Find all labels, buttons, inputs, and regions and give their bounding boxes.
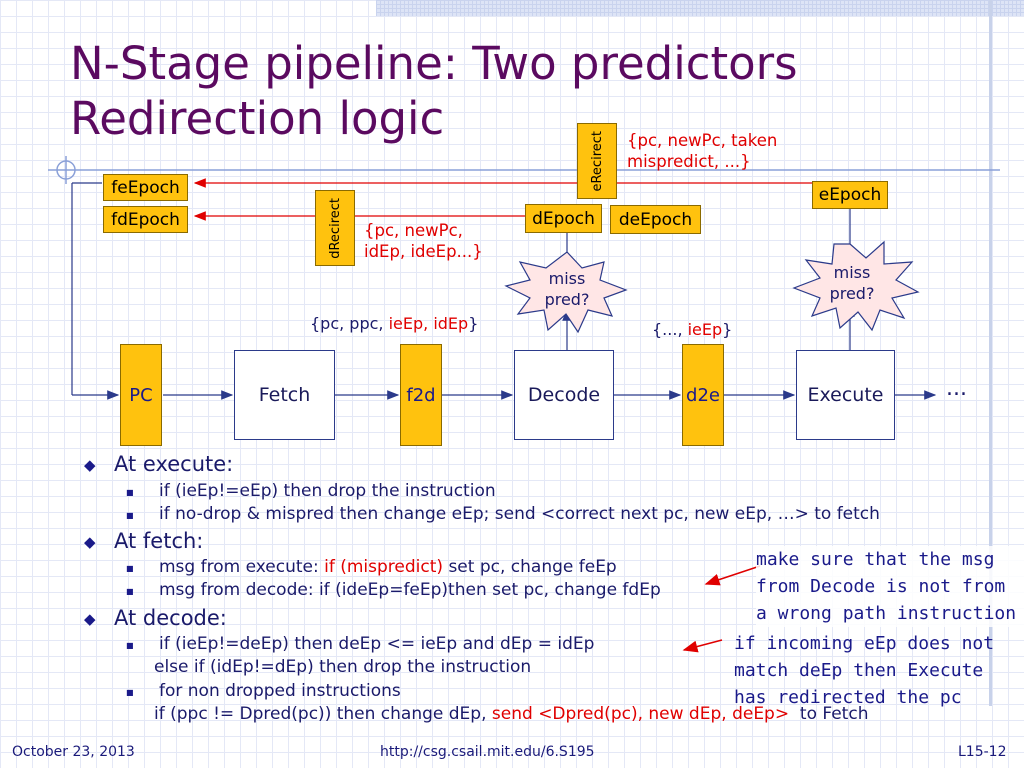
- eEpoch-register: eEpoch: [812, 181, 888, 209]
- top-decoration-band: [376, 0, 1024, 16]
- d2e-fifo: d2e: [682, 344, 724, 446]
- execute-redirect-note-line1: if incoming eEp does not: [734, 633, 995, 654]
- decode-msg-note-line3: a wrong path instruction: [756, 603, 1017, 624]
- decode-mispred-starburst: [504, 251, 628, 334]
- note2-arrow: [682, 639, 723, 653]
- dRecirect-message-line1: {pc, newPc,: [364, 221, 463, 240]
- execute-redirect-note-line3: has redirected the pc: [734, 687, 962, 708]
- square-bullet-icon: ■: [126, 564, 134, 573]
- d2e-fields-epoch: ieEp: [687, 320, 723, 339]
- diamond-bullet-icon: ◆: [84, 610, 96, 628]
- slide-title: N-Stage pipeline: Two predictors Redirec…: [70, 36, 798, 146]
- dEpoch-register: dEpoch: [525, 204, 602, 233]
- eRecirect-message-line1: {pc, newPc, taken: [627, 131, 778, 150]
- decode-bullet-2-cont-c: to Fetch: [789, 704, 869, 724]
- footer-date: October 23, 2013: [12, 744, 135, 760]
- decode-msg-note: make sure that the msg from Decode is no…: [756, 546, 1024, 627]
- diamond-bullet-icon: ◆: [84, 533, 96, 551]
- eRecirect-message: {pc, newPc, taken mispredict, ...}: [627, 130, 777, 172]
- f2d-fields-close: }: [468, 314, 479, 333]
- execute-mispred-starburst: [792, 240, 920, 332]
- fetch-stage: Fetch: [234, 350, 335, 440]
- d2e-fields-prefix: {...,: [652, 320, 688, 339]
- right-vertical-rule: [989, 0, 992, 706]
- deEpoch-register: deEpoch: [610, 205, 701, 234]
- d2e-fields-close: }: [722, 320, 733, 339]
- square-bullet-icon: ■: [126, 641, 134, 650]
- decode-msg-note-line1: make sure that the msg: [756, 549, 995, 570]
- fetch-bullet-1-c: set pc, change feEp: [443, 557, 617, 577]
- at-decode-heading: At decode:: [114, 606, 227, 630]
- diamond-bullet-icon: ◆: [84, 456, 96, 474]
- eRecirect-label: eRecirect: [589, 130, 605, 192]
- pipeline-ellipsis: ...: [946, 376, 967, 401]
- execute-redirect-note-line2: match deEp then Execute: [734, 660, 984, 681]
- decode-bullet-1-cont: else if (idEp!=dEp) then drop the instru…: [154, 657, 532, 677]
- pc-register: PC: [120, 344, 162, 446]
- footer-url[interactable]: http://csg.csail.mit.edu/6.S195: [380, 744, 595, 760]
- footer-slide-number: L15-12: [958, 744, 1007, 760]
- execute-mispred-line1: miss: [833, 263, 871, 282]
- square-bullet-icon: ■: [126, 587, 134, 596]
- dRecirect-label: dRecirect: [327, 197, 343, 259]
- execute-stage: Execute: [796, 350, 895, 440]
- d2e-fields-label: {..., ieEp}: [652, 320, 732, 339]
- square-bullet-icon: ■: [126, 511, 134, 520]
- decode-bullet-2-cont: if (ppc != Dpred(pc)) then change dEp, s…: [154, 704, 868, 724]
- crosshair-icon: [48, 156, 1000, 184]
- exec-bullet-1: if (ieEp!=eEp) then drop the instruction: [159, 481, 496, 501]
- at-fetch-heading: At fetch:: [114, 529, 204, 553]
- square-bullet-icon: ■: [126, 688, 134, 697]
- f2d-fields-epochs: ieEp, idEp: [388, 314, 469, 333]
- fetch-bullet-1: msg from execute: if (mispredict) set pc…: [159, 557, 617, 577]
- f2d-fields-prefix: {pc, ppc,: [310, 314, 389, 333]
- execute-redirect-note: if incoming eEp does not match deEp then…: [734, 630, 1020, 711]
- dRecirect-fifo: dRecirect: [315, 190, 355, 266]
- bullet-list: ◆ At execute: ■ if (ieEp!=eEp) then drop…: [84, 452, 1024, 728]
- decode-bullet-2-cont-a: if (ppc != Dpred(pc)) then change dEp,: [154, 704, 492, 724]
- dRecirect-message: {pc, newPc, idEp, ideEp...}: [364, 220, 483, 262]
- decode-mispred-label: miss pred?: [530, 268, 604, 310]
- fetch-bullet-1-a: msg from execute:: [159, 557, 325, 577]
- exec-bullet-2: if no-drop & mispred then change eEp; se…: [159, 504, 880, 524]
- f2d-fifo: f2d: [400, 344, 442, 446]
- execute-mispred-line2: pred?: [829, 284, 875, 303]
- fdEpoch-register: fdEpoch: [103, 206, 188, 233]
- fetch-bullet-1-b: if (mispredict): [324, 557, 444, 577]
- slide-title-line2: Redirection logic: [70, 92, 445, 145]
- decode-mispred-line2: pred?: [544, 290, 590, 309]
- slide-title-line1: N-Stage pipeline: Two predictors: [70, 37, 798, 90]
- note1-arrow: [704, 565, 761, 586]
- decode-bullet-2-cont-b: send <Dpred(pc), new dEp, deEp>: [491, 704, 790, 724]
- decode-stage: Decode: [514, 350, 614, 440]
- eRecirect-message-line2: mispredict, ...}: [627, 152, 751, 171]
- dRecirect-message-line2: idEp, ideEp...}: [364, 242, 483, 261]
- fetch-bullet-2: msg from decode: if (ideEp=feEp)then set…: [159, 580, 661, 600]
- decode-bullet-2: for non dropped instructions: [159, 681, 401, 701]
- decode-msg-note-line2: from Decode is not from: [756, 576, 1006, 597]
- decode-bullet-1: if (ieEp!=deEp) then deEp <= ieEp and dE…: [159, 634, 595, 654]
- decode-mispred-line1: miss: [548, 269, 586, 288]
- execute-mispred-label: miss pred?: [815, 262, 889, 304]
- at-execute-heading: At execute:: [114, 452, 234, 476]
- f2d-fields-label: {pc, ppc, ieEp, idEp}: [310, 314, 478, 333]
- square-bullet-icon: ■: [126, 488, 134, 497]
- eRecirect-fifo: eRecirect: [577, 123, 617, 199]
- feEpoch-register: feEpoch: [103, 174, 188, 201]
